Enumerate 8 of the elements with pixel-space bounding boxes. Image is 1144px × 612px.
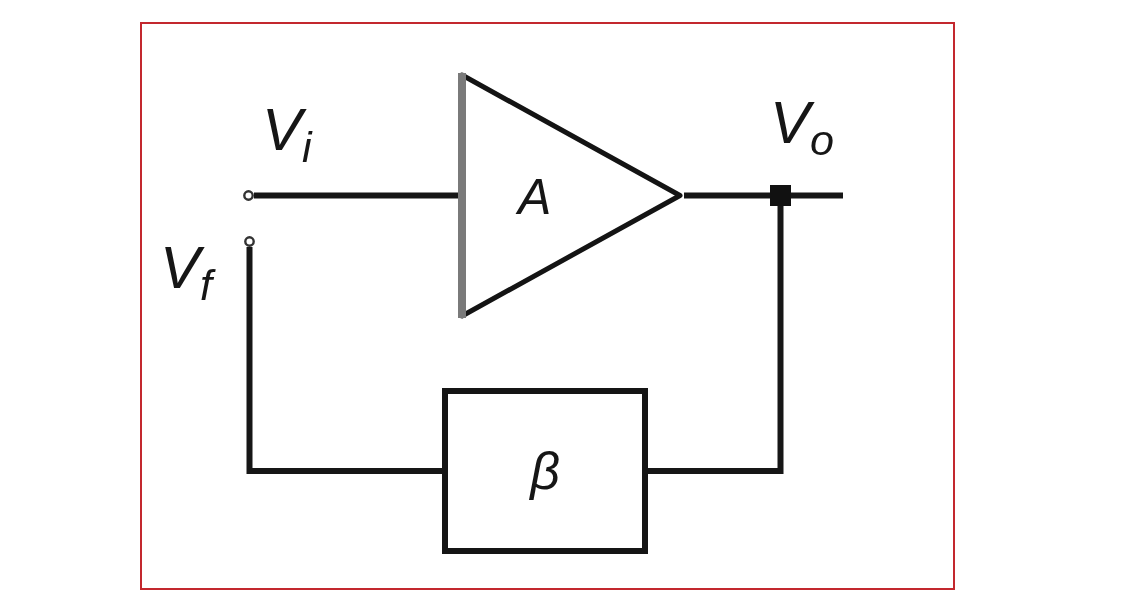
voltage-label: V$_{i}$ — [262, 100, 312, 170]
wire — [791, 192, 843, 199]
wire — [246, 247, 442, 474]
wire — [648, 206, 784, 474]
feedback-block — [442, 388, 648, 554]
voltage-label: V$_{o}$ — [770, 93, 835, 163]
wire — [684, 192, 770, 199]
wire — [254, 192, 458, 199]
